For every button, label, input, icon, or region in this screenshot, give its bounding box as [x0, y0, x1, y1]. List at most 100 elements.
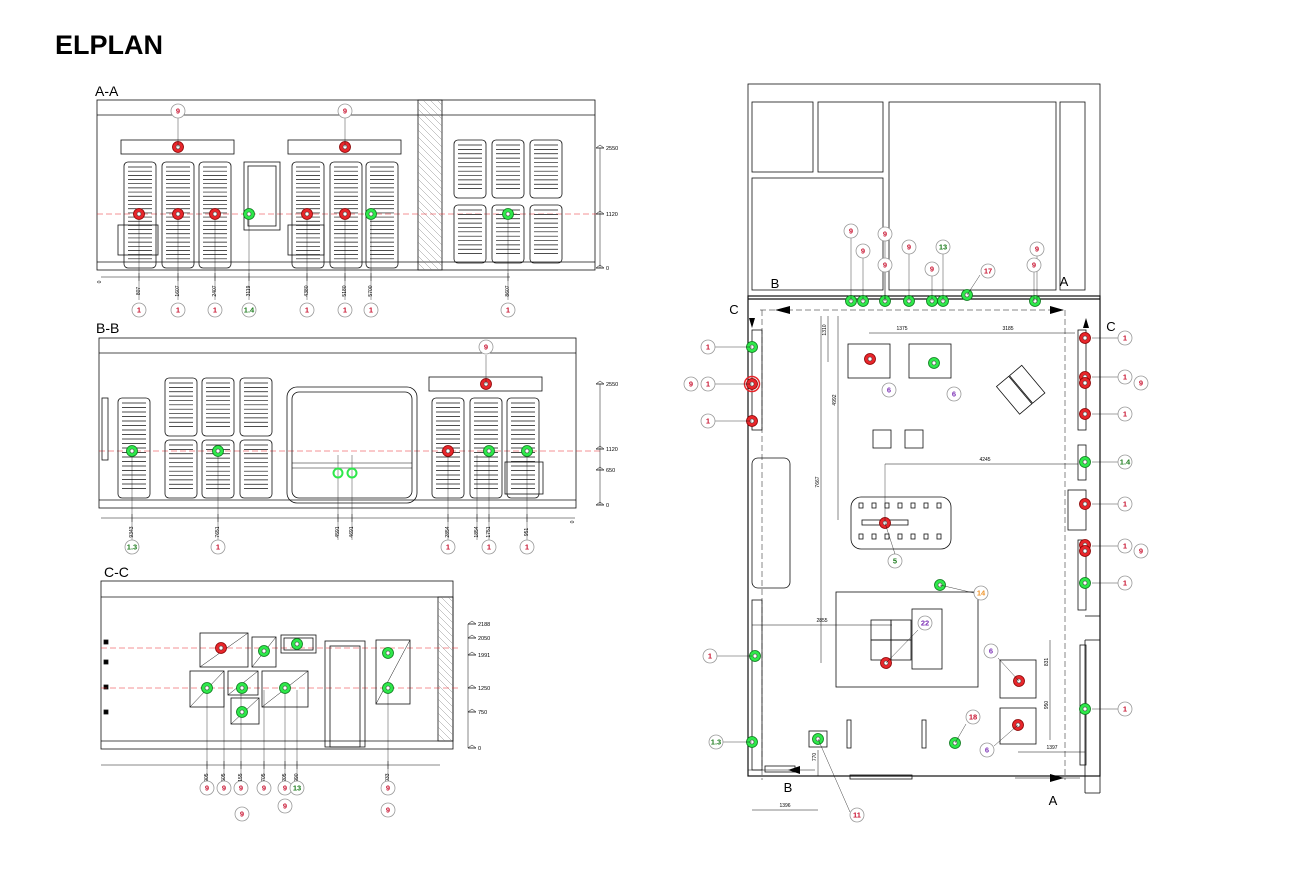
callout-number: 9 [1035, 245, 1039, 254]
plan-chair [995, 375, 1033, 415]
callout-number: 1.3 [711, 738, 721, 747]
plan-bench [849, 774, 913, 780]
outlet-marker-center [239, 709, 245, 715]
radiator-panel [491, 139, 525, 199]
callout-number: 22 [921, 619, 929, 628]
callout-number: 6 [952, 390, 956, 399]
callout-bubble [1133, 543, 1149, 559]
plan-socket [884, 502, 890, 509]
hatch-line [437, 670, 454, 687]
callout-bubble [917, 615, 933, 631]
hatch-line [437, 719, 454, 736]
level-marker [467, 744, 477, 749]
callout-number: 1 [1123, 334, 1127, 343]
line [939, 584, 975, 594]
section-label-bb: B-B [96, 320, 120, 336]
cc-panel [251, 636, 277, 668]
outlet-marker-center [867, 356, 873, 362]
callout-bubble [289, 780, 305, 796]
outlet-marker-center [1082, 380, 1088, 386]
outlet-marker-center [218, 645, 224, 651]
callout-bubble [1117, 369, 1133, 385]
text: 2855 [816, 618, 827, 624]
plan-socket [910, 533, 916, 540]
text: 1397 [1046, 745, 1057, 751]
callout-bubble [924, 261, 940, 277]
line [884, 522, 896, 555]
callout-bubble [1117, 496, 1133, 512]
plan-tile [870, 639, 892, 661]
outlet-marker-center [136, 211, 142, 217]
callout-bubble [1026, 257, 1042, 273]
hatch-line [437, 642, 454, 659]
section-arrow [775, 306, 790, 314]
outlet-marker-center [1032, 298, 1038, 304]
section-marker-letter: A [1049, 793, 1058, 808]
outlet-marker-center [1082, 580, 1088, 586]
callout-bubble [170, 103, 186, 119]
callout-bubble [708, 734, 724, 750]
text: 831 [1044, 658, 1050, 667]
cc-outline [100, 580, 454, 750]
outlet-marker-center [445, 448, 451, 454]
callout-number: 1 [706, 417, 710, 426]
callout-bubble [983, 643, 999, 659]
hatch-line [417, 178, 443, 204]
radiator-panel [529, 204, 563, 264]
cc-panel-diagonal [375, 639, 411, 705]
aa-shelf [287, 139, 402, 155]
callout-number: 1 [343, 306, 347, 315]
outlet-marker-center [212, 211, 218, 217]
level-marker [467, 651, 477, 656]
callout-bubble [1117, 538, 1133, 554]
level-marker [595, 144, 605, 149]
callout-bubble [519, 539, 535, 555]
callout-number: 9 [883, 261, 887, 270]
plan-socket [858, 533, 864, 540]
line [993, 724, 1019, 747]
outlet-marker-center [342, 211, 348, 217]
hatch-line [437, 614, 454, 631]
callout-number: 1 [137, 306, 141, 315]
callout-bubble [1133, 375, 1149, 391]
callout-number: 9 [176, 107, 180, 116]
section-label-cc: C-C [104, 564, 129, 580]
callout-number: 9 [1139, 379, 1143, 388]
line [997, 657, 1020, 682]
plan-desk [847, 343, 891, 379]
callout-bubble [877, 226, 893, 242]
outlet-marker-center [931, 360, 937, 366]
hatch-line [417, 157, 443, 183]
plan-socket [871, 502, 877, 509]
callout-number: 1 [369, 306, 373, 315]
plan-room [751, 101, 814, 173]
cc-door [324, 640, 366, 748]
plan-socket [936, 533, 942, 540]
hatch-line [417, 129, 443, 155]
outlet-marker-center [246, 211, 252, 217]
bb-outline [98, 337, 577, 509]
callout-bubble [131, 302, 147, 318]
plan-socket [923, 533, 929, 540]
radiator-panel [123, 161, 157, 269]
callout-number: 9 [689, 380, 693, 389]
text: 1310 [822, 324, 828, 335]
level-text: 2188 [478, 622, 490, 628]
callout-bubble [299, 302, 315, 318]
callout-bubble [1117, 330, 1133, 346]
outlet-marker-center [385, 650, 391, 656]
callout-bubble [199, 780, 215, 796]
hatch-line [417, 185, 443, 211]
callout-number: 18 [969, 713, 977, 722]
cc-box [280, 634, 317, 654]
hatch-line [440, 596, 454, 610]
callout-bubble [843, 223, 859, 239]
plan-column [872, 429, 892, 449]
callout-number: 1.4 [1120, 458, 1131, 467]
radiator-panel [529, 139, 563, 199]
callout-number: 1 [525, 543, 529, 552]
section-arrow [749, 318, 755, 328]
level-marker [467, 634, 477, 639]
cc-door-inner [329, 645, 361, 748]
hatch-line [417, 248, 440, 271]
